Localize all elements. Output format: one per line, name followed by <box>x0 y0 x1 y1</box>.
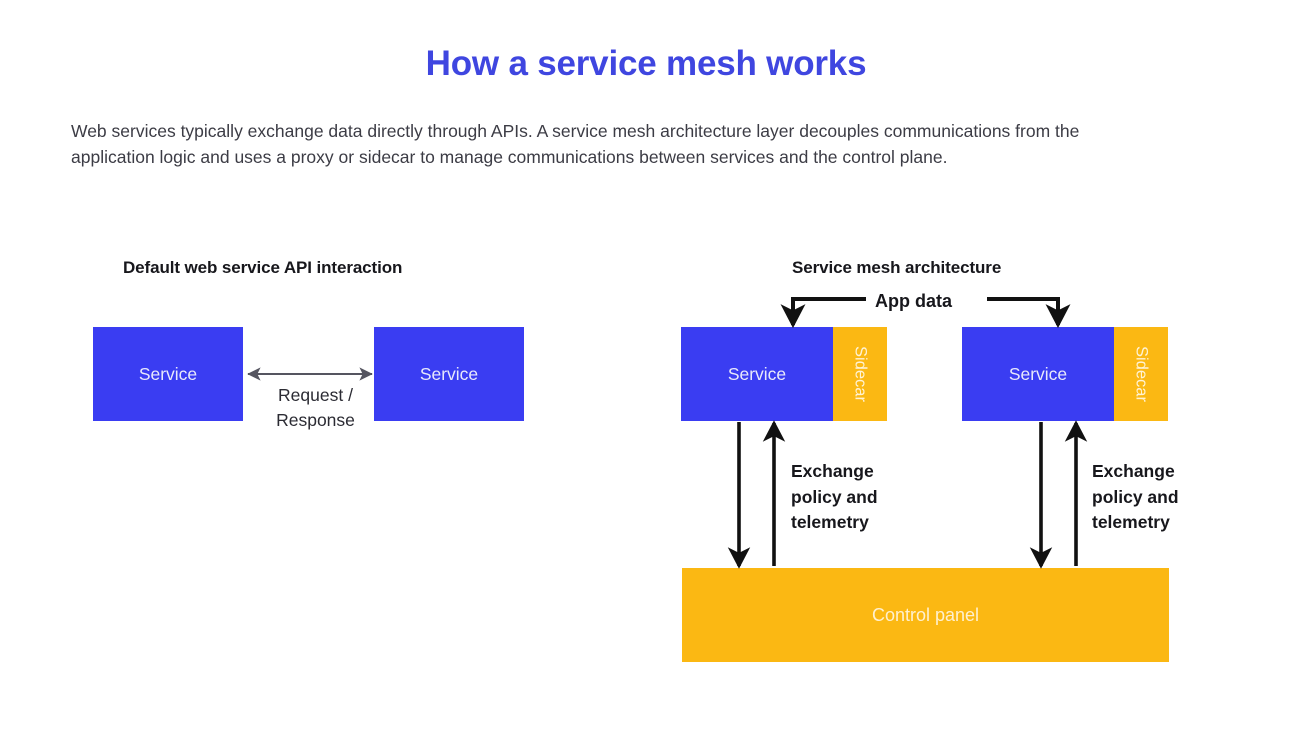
mesh-sidecar-2-box: Sidecar <box>1114 327 1168 421</box>
mesh-service-1-box: Service <box>681 327 833 421</box>
mesh-sidecar-1-box: Sidecar <box>833 327 887 421</box>
app-data-label: App data <box>875 291 953 311</box>
mesh-service-2-label: Service <box>1008 363 1068 384</box>
app-data-arrow-left <box>780 297 866 329</box>
mesh-sidecar-2-label: Sidecar <box>1132 346 1151 402</box>
exchange-policy-telemetry-label-1: Exchange policy and telemetry <box>791 461 878 532</box>
mesh-sidecar-1-label: Sidecar <box>851 346 870 402</box>
right-panel-heading: Service mesh architecture <box>792 258 1002 277</box>
intro-paragraph: Web services typically exchange data dir… <box>71 121 1080 167</box>
left-panel-heading: Default web service API interaction <box>123 258 403 277</box>
left-service-a-label: Service <box>138 363 198 384</box>
control-panel-label: Control panel <box>871 604 980 625</box>
request-response-label: Request / Response <box>276 385 355 430</box>
left-service-b-label: Service <box>419 363 479 384</box>
left-service-a-box: Service <box>93 327 243 421</box>
mesh-service-2-box: Service <box>962 327 1114 421</box>
exchange-policy-telemetry-label-2: Exchange policy and telemetry <box>1092 461 1179 532</box>
page-title: How a service mesh works <box>425 44 867 83</box>
left-service-b-box: Service <box>374 327 524 421</box>
control-panel-box: Control panel <box>682 568 1169 662</box>
mesh-service-1-label: Service <box>727 363 787 384</box>
app-data-arrow-right <box>987 297 1071 329</box>
